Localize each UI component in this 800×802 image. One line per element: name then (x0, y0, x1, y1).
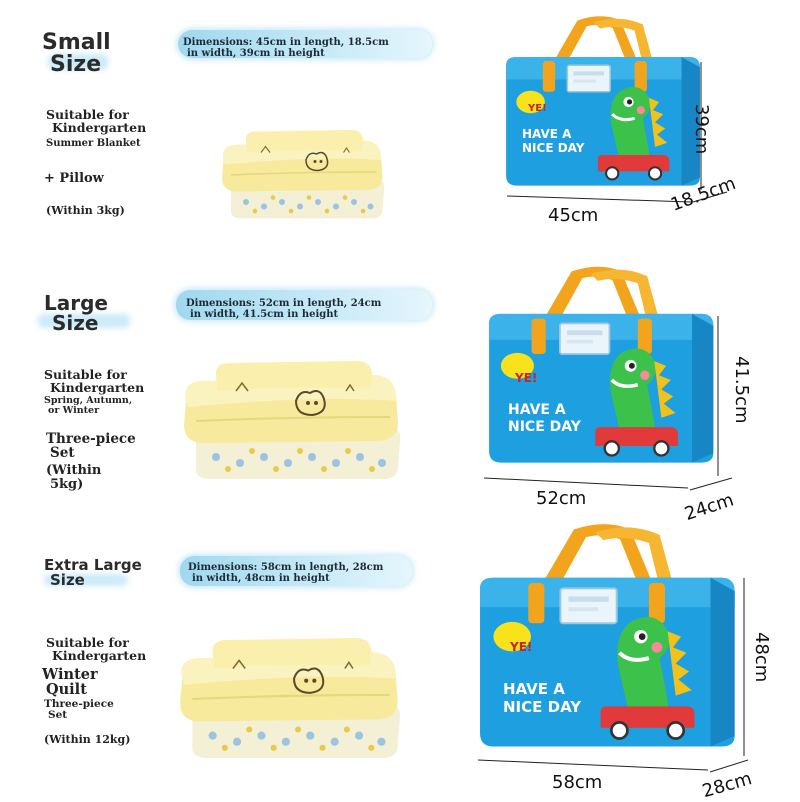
blanket-image (172, 628, 416, 770)
bag-height: 39cm (691, 104, 712, 155)
dimension-lines (483, 316, 733, 491)
dimensions-text: Dimensions: 52cm in length, 24cm in widt… (186, 298, 382, 320)
suitable-label: Suitable for Kindergarten (46, 635, 147, 664)
bag-length: 52cm (536, 488, 587, 509)
weight-label: (Within 5kg) (46, 463, 102, 492)
dimension-lines (477, 578, 749, 773)
blanket-image (176, 360, 416, 482)
bag-speech-bubble: YE! (510, 640, 533, 654)
use-label: Summer Blanket (46, 138, 141, 149)
blanket-image (188, 130, 424, 220)
bag-height: 41.5cm (731, 356, 752, 424)
set-label: + Pillow (44, 171, 104, 186)
dimension-lines (506, 62, 728, 203)
dimensions-banner (180, 556, 412, 586)
bag-slogan: HAVE A NICE DAY (522, 127, 585, 155)
dimensions-banner (176, 290, 432, 320)
dimensions-text: Dimensions: 58cm in length, 28cm in widt… (188, 562, 384, 584)
bag-height: 48cm (751, 632, 772, 683)
bag-slogan: HAVE A NICE DAY (508, 402, 581, 435)
suitable-label: Suitable for Kindergarten (44, 367, 145, 396)
bag-length: 45cm (548, 205, 599, 226)
bag-slogan: HAVE A NICE DAY (503, 680, 582, 716)
weight-label: (Within 12kg) (44, 733, 131, 746)
bag-speech-bubble: YE! (515, 371, 538, 385)
dimensions-banner (178, 30, 432, 58)
size-title: Extra Large Size (44, 556, 142, 589)
size-title: Small Size (42, 30, 111, 77)
suitable-label: Suitable for Kindergarten (46, 107, 147, 136)
weight-label: (Within 3kg) (46, 204, 125, 217)
dimensions-text: Dimensions: 45cm in length, 18.5cm in wi… (183, 37, 389, 59)
size-title: Large Size (44, 291, 108, 335)
use-label: Spring, Autumn, or Winter (44, 395, 133, 416)
set-label: Three-piece Set (46, 431, 136, 462)
set-label: Three-piece Set (44, 698, 114, 722)
bag-speech-bubble: YE! (528, 103, 547, 114)
use-label: Winter Quilt (42, 666, 98, 699)
bag-length: 58cm (552, 772, 603, 793)
